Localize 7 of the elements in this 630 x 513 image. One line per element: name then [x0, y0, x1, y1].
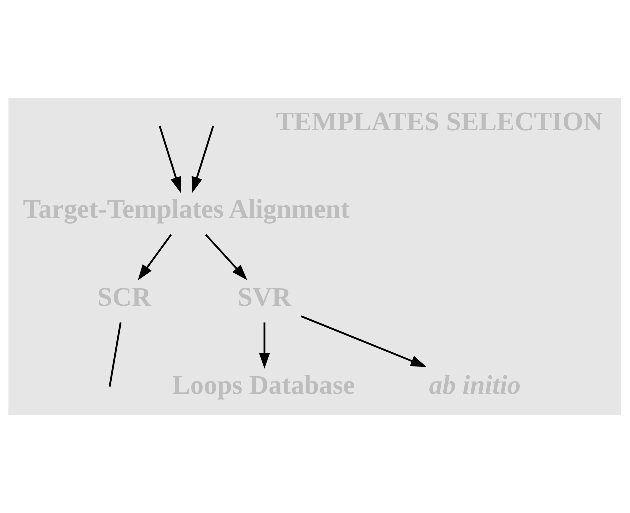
arrow [138, 234, 172, 281]
connector [108, 322, 122, 387]
arrow [259, 322, 270, 369]
arrow [192, 126, 214, 194]
arrow [205, 234, 248, 280]
arrow [301, 316, 427, 368]
arrow [159, 126, 182, 194]
